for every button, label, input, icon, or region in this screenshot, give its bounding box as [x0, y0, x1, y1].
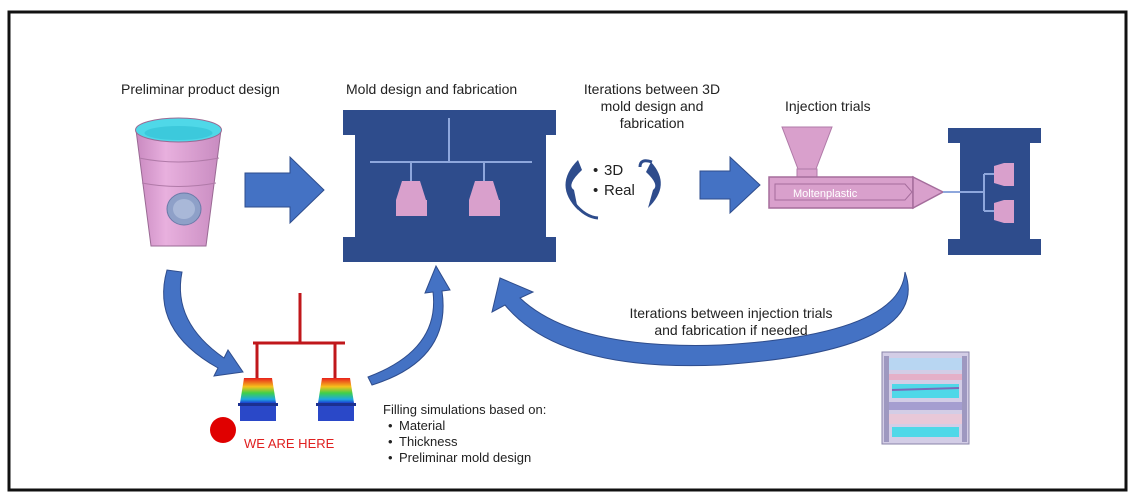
iteration-arrow-right: [646, 162, 661, 208]
label-iterations-3d-line1: Iterations between 3D: [583, 81, 721, 97]
iteration-arrow-right-2: [638, 159, 653, 168]
label-iterations-3d-line2: mold design and: [600, 98, 704, 114]
iteration-list: 3D Real: [590, 161, 635, 201]
injection-unit: [768, 126, 945, 210]
filling-item-mold-design: Preliminar mold design: [388, 450, 546, 466]
red-marker: [210, 417, 236, 443]
mold-render-3d: [881, 351, 970, 445]
iteration-item-real: Real: [593, 181, 635, 201]
iteration-arrow-left-2: [572, 202, 599, 220]
arrow-to-injection: [699, 155, 761, 215]
filling-simulations-title: Filling simulations based on:: [383, 402, 547, 417]
cup-illustration: [135, 117, 222, 247]
filling-simulations-block: Filling simulations based on: Material T…: [383, 402, 546, 466]
label-molten-plastic: Moltenplastic: [793, 188, 858, 200]
arrow-simulation-to-mold: [367, 264, 451, 386]
arrow-cup-to-simulation: [163, 269, 244, 377]
arrow-to-mold: [244, 155, 325, 225]
label-we-are-here: WE ARE HERE: [244, 436, 335, 451]
mold-block: [343, 110, 556, 262]
label-injection-trials: Injection trials: [785, 98, 871, 114]
label-iterations-3d: Iterations between 3D mold design and fa…: [577, 81, 727, 132]
filling-item-material: Material: [388, 418, 546, 434]
label-iterations-injection-line2: and fabrication if needed: [654, 322, 808, 338]
label-iterations-injection-line1: Iterations between injection trials: [629, 305, 833, 321]
label-iterations-3d-line3: fabrication: [619, 115, 685, 131]
iteration-arrow-left: [565, 160, 582, 210]
right-mold: [943, 128, 1041, 255]
filling-item-thickness: Thickness: [388, 434, 546, 450]
label-iterations-injection: Iterations between injection trials and …: [596, 305, 866, 339]
filling-simulation: [238, 293, 356, 421]
label-mold-design: Mold design and fabrication: [346, 81, 518, 97]
iteration-item-3d: 3D: [593, 161, 635, 181]
return-arrow: [491, 271, 909, 367]
label-preliminary-design: Preliminar product design: [121, 81, 280, 97]
